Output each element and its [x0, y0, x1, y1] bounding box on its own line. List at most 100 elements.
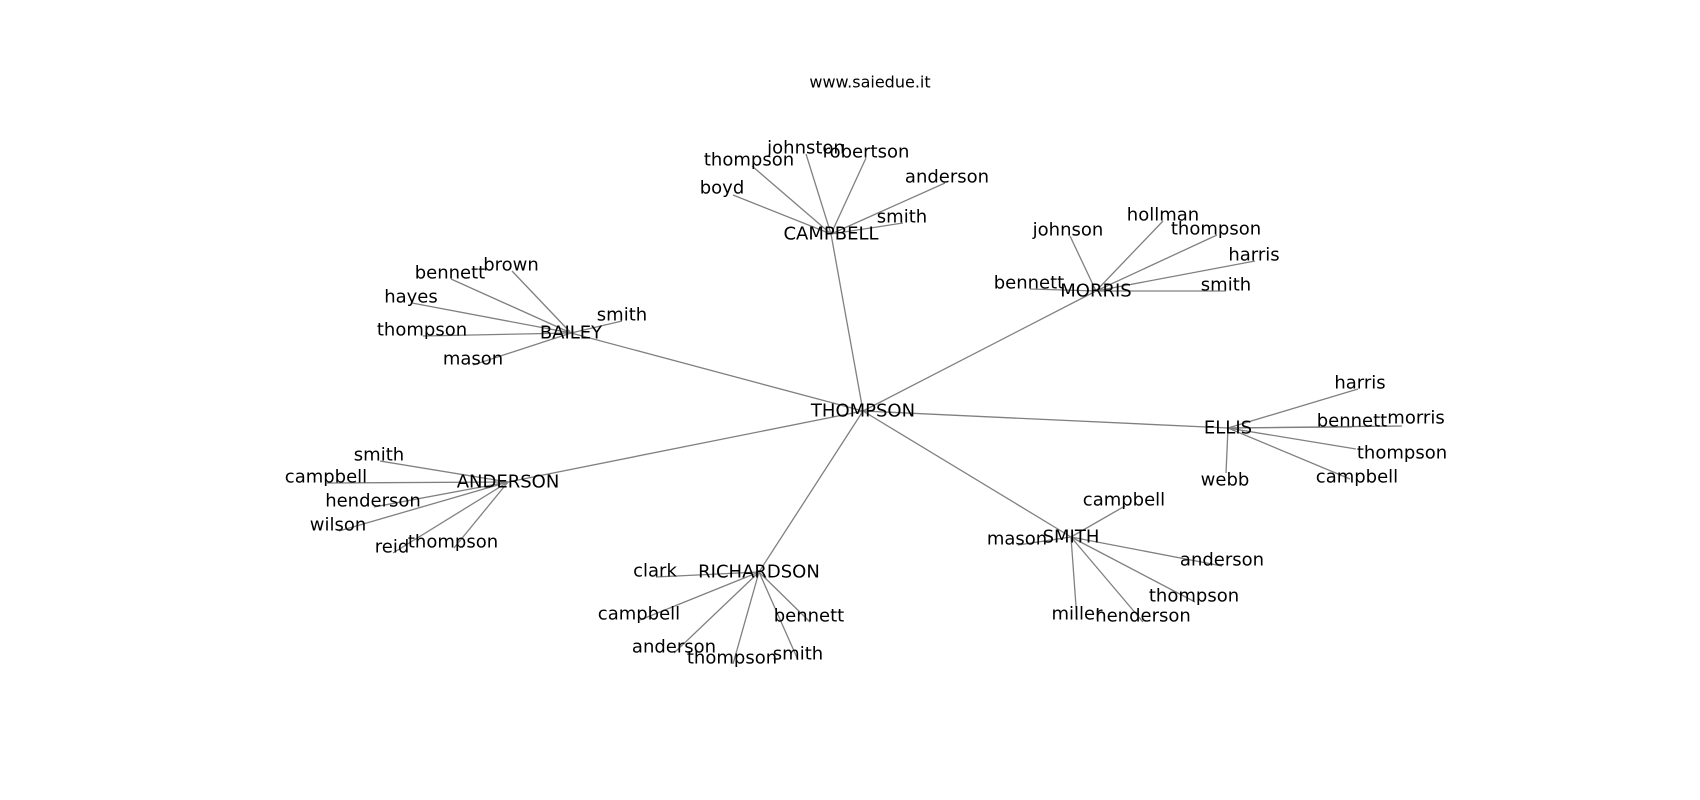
edge-anderson-reid: [392, 481, 509, 554]
edge-morris-hollman: [1095, 220, 1164, 292]
leaf-node-campbell-smith: smith: [877, 207, 927, 228]
leaf-node-morris-bennett: bennett: [994, 273, 1065, 294]
hub-node-richardson: RICHARDSON: [698, 562, 820, 583]
hub-node-smith: SMITH: [1043, 527, 1100, 548]
leaf-node-ellis-campbell: campbell: [1316, 467, 1398, 488]
edge-anderson-smith: [379, 460, 509, 483]
edge-campbell-smith: [830, 222, 904, 235]
edge-smith-mason: [1017, 536, 1072, 546]
leaf-node-bailey-smith: smith: [597, 305, 647, 326]
leaf-node-ellis-morris: morris: [1387, 408, 1444, 429]
edge-campbell-thompson: [751, 165, 832, 235]
leaf-node-morris-harris: harris: [1228, 245, 1279, 266]
edge-bailey-smith: [570, 320, 623, 334]
leaf-node-anderson-reid: reid: [375, 537, 410, 558]
leaf-node-ellis-thompson: thompson: [1357, 443, 1447, 464]
edges-layer: [326, 153, 1403, 665]
nodes-layer: THOMPSONboydthompsonjohnstonrobertsonand…: [285, 138, 1447, 669]
edge-campbell-robertson: [830, 157, 867, 235]
leaf-node-bailey-brown: brown: [483, 255, 539, 276]
hub-node-bailey: BAILEY: [540, 323, 603, 344]
leaf-node-morris-johnson: johnson: [1032, 220, 1104, 241]
leaf-node-campbell-robertson: robertson: [823, 142, 910, 163]
edge-morris-bennett: [1029, 288, 1097, 292]
edge-richardson-thompson: [732, 571, 760, 665]
leaf-node-smith-campbell: campbell: [1083, 490, 1165, 511]
edge-root-ellis: [862, 410, 1229, 429]
edge-smith-anderson: [1070, 536, 1223, 567]
edge-root-anderson: [507, 410, 864, 483]
edge-ellis-campbell: [1227, 427, 1351, 480]
leaf-node-smith-henderson: henderson: [1095, 606, 1191, 627]
leaf-node-smith-mason: mason: [987, 529, 1047, 550]
edge-bailey-bennett: [450, 278, 572, 334]
leaf-node-richardson-anderson: anderson: [632, 637, 716, 658]
leaf-node-ellis-bennett: bennett: [1317, 411, 1388, 432]
leaf-node-richardson-bennett: bennett: [774, 606, 845, 627]
leaf-node-anderson-henderson: henderson: [325, 491, 421, 512]
diagram-title: www.saiedue.it: [809, 73, 930, 92]
leaf-node-bailey-thompson: thompson: [377, 320, 467, 341]
edge-richardson-campbell: [639, 571, 760, 621]
edge-root-smith: [862, 410, 1072, 538]
leaf-node-ellis-webb: webb: [1201, 470, 1250, 491]
leaf-node-morris-hollman: hollman: [1127, 205, 1199, 226]
edge-bailey-hayes: [411, 302, 572, 334]
edge-morris-johnson: [1069, 235, 1097, 292]
edge-ellis-harris: [1227, 388, 1359, 429]
hub-node-morris: MORRIS: [1060, 281, 1131, 302]
edge-campbell-anderson: [830, 182, 946, 235]
leaf-node-morris-thompson: thompson: [1171, 219, 1261, 240]
edge-campbell-boyd: [732, 194, 832, 235]
leaf-node-bailey-hayes: hayes: [384, 287, 438, 308]
edge-morris-thompson: [1095, 234, 1218, 292]
edge-morris-harris: [1095, 260, 1256, 292]
edge-anderson-wilson: [338, 481, 509, 532]
edge-ellis-thompson: [1227, 427, 1357, 450]
root-node-label: THOMPSON: [810, 401, 915, 422]
edge-campbell-johnston: [805, 153, 832, 235]
edge-anderson-campbell: [326, 481, 509, 484]
leaf-node-campbell-thompson: thompson: [704, 150, 794, 171]
leaf-node-ellis-harris: harris: [1334, 373, 1385, 394]
edge-richardson-smith: [758, 571, 799, 661]
hub-node-ellis: ELLIS: [1204, 418, 1252, 439]
hub-node-anderson: ANDERSON: [457, 472, 560, 493]
edge-root-bailey: [570, 332, 864, 412]
edge-root-richardson: [758, 410, 864, 573]
edge-ellis-morris: [1227, 425, 1403, 429]
leaf-node-morris-smith: smith: [1201, 275, 1251, 296]
edge-anderson-henderson: [373, 481, 509, 508]
edge-richardson-bennett: [758, 571, 811, 623]
leaf-node-richardson-smith: smith: [773, 644, 823, 665]
edge-bailey-thompson: [422, 332, 572, 337]
leaf-node-bailey-mason: mason: [443, 349, 503, 370]
edge-smith-miller: [1070, 536, 1078, 621]
edge-bailey-brown: [511, 270, 572, 334]
hub-node-campbell: CAMPBELL: [783, 224, 878, 245]
leaf-node-anderson-smith: smith: [354, 445, 404, 466]
edge-anderson-thompson: [453, 481, 509, 549]
edge-richardson-clark: [655, 571, 760, 578]
leaf-node-smith-anderson: anderson: [1180, 550, 1264, 571]
leaf-node-smith-thompson: thompson: [1149, 586, 1239, 607]
edge-bailey-mason: [472, 332, 572, 366]
leaf-node-anderson-thompson: thompson: [408, 532, 498, 553]
edge-smith-henderson: [1070, 536, 1144, 623]
leaf-node-bailey-bennett: bennett: [415, 263, 486, 284]
leaf-node-richardson-campbell: campbell: [598, 604, 680, 625]
edge-richardson-anderson: [673, 571, 760, 654]
leaf-node-richardson-clark: clark: [633, 561, 677, 582]
edge-smith-campbell: [1070, 505, 1126, 538]
leaf-node-campbell-boyd: boyd: [700, 178, 745, 199]
leaf-node-smith-miller: miller: [1051, 604, 1103, 625]
leaf-node-campbell-anderson: anderson: [905, 167, 989, 188]
edge-root-campbell: [830, 233, 864, 412]
edge-ellis-webb: [1225, 427, 1229, 474]
leaf-node-campbell-johnston: johnston: [766, 138, 845, 159]
edge-smith-thompson: [1070, 536, 1196, 603]
leaf-node-richardson-thompson: thompson: [687, 648, 777, 669]
leaf-node-anderson-campbell: campbell: [285, 467, 367, 488]
leaf-node-anderson-wilson: wilson: [310, 515, 367, 536]
